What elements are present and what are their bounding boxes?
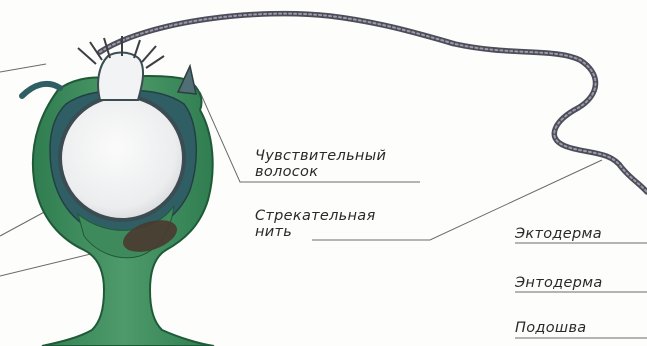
label-sensory-hair: Чувствительный волосок [255, 148, 386, 180]
label-stinging-thread-line1: Стрекательная [255, 208, 376, 224]
leader-line-top-left [0, 64, 46, 72]
label-sensory-hair-line2: волосок [255, 164, 386, 180]
label-ectoderm: Эктодерма [515, 226, 602, 242]
label-sole: Подошва [515, 320, 586, 336]
label-sensory-hair-line1: Чувствительный [255, 148, 386, 164]
label-stinging-thread: Стрекательная нить [255, 208, 376, 240]
capsule [60, 96, 184, 220]
capsule-neck [98, 53, 143, 100]
label-stinging-thread-line2: нить [255, 224, 376, 240]
label-endoderm: Энтодерма [515, 275, 603, 291]
